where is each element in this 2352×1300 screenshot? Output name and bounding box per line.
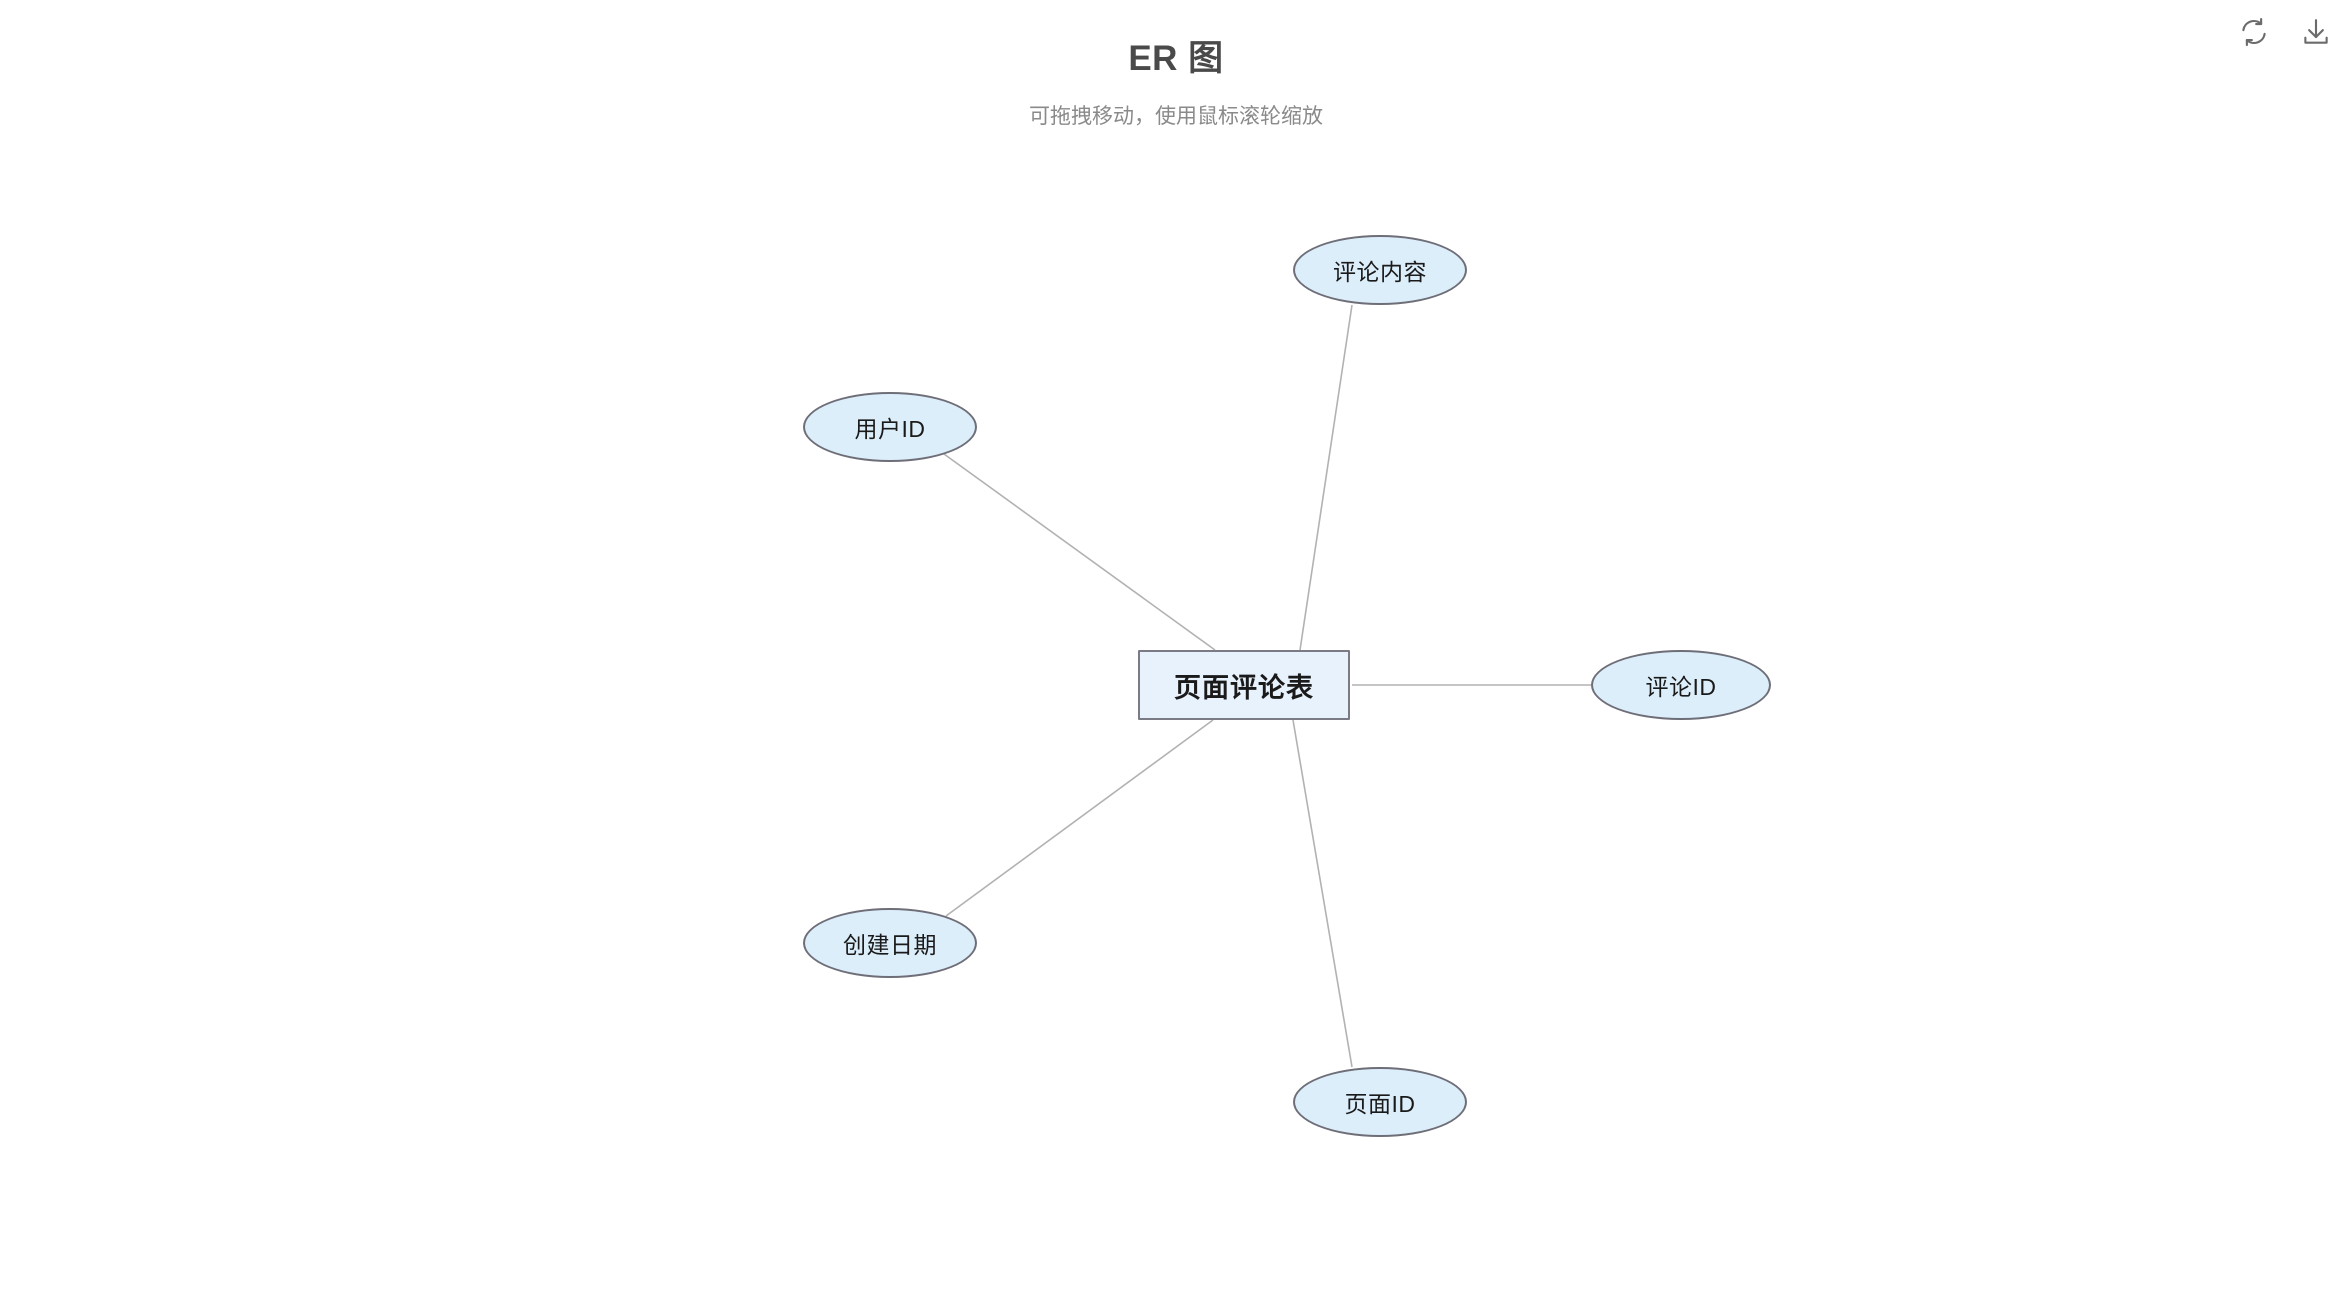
attribute-node[interactable]: 评论内容: [1293, 235, 1467, 305]
attribute-label: 创建日期: [843, 932, 937, 958]
page-subtitle: 可拖拽移动，使用鼠标滚轮缩放: [1029, 105, 1323, 128]
attribute-node[interactable]: 页面ID: [1293, 1067, 1467, 1137]
diagram-canvas[interactable]: 页面评论表 评论内容用户ID 评论ID 创建日期页面ID: [0, 150, 2352, 1300]
attribute-label: 用户ID: [854, 416, 926, 442]
attribute-node[interactable]: 用户ID: [803, 392, 977, 462]
entity-label: 页面评论表: [1174, 672, 1314, 703]
edge-页面评论表-用户ID: [943, 453, 1216, 651]
download-button[interactable]: [2296, 12, 2336, 52]
toolbar: [2234, 12, 2336, 52]
attribute-node[interactable]: 创建日期: [803, 908, 977, 978]
edge-页面评论表-评论内容: [1299, 304, 1353, 651]
page-header: ER 图 可拖拽移动，使用鼠标滚轮缩放: [0, 0, 2352, 150]
page-title: ER 图: [1128, 39, 1224, 78]
edge-页面评论表-页面ID: [1292, 719, 1353, 1068]
attribute-label: 评论内容: [1333, 259, 1427, 285]
attribute-label: 页面ID: [1344, 1091, 1416, 1117]
edge-页面评论表-创建日期: [945, 719, 1214, 917]
attribute-label: 评论ID: [1645, 674, 1717, 700]
edge-layer: [943, 304, 1591, 1068]
refresh-icon: [2239, 17, 2269, 47]
reset-view-button[interactable]: [2234, 12, 2274, 52]
entity-node[interactable]: 页面评论表: [1138, 650, 1350, 720]
attribute-node[interactable]: 评论ID: [1591, 650, 1771, 720]
download-icon: [2301, 17, 2331, 47]
